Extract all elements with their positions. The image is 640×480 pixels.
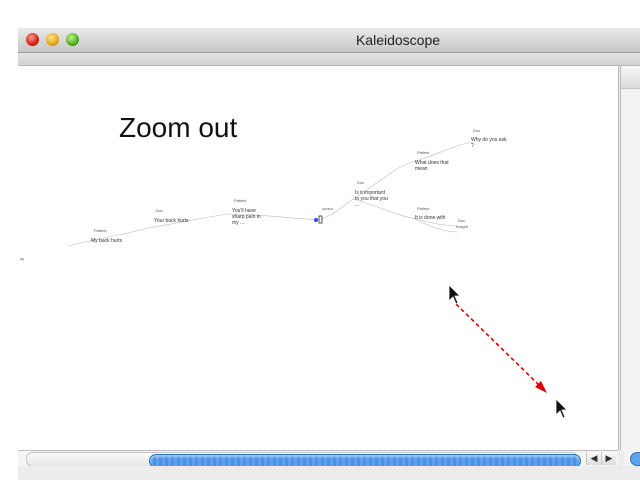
toolbar-strip [18, 53, 640, 66]
scroll-track[interactable] [26, 452, 581, 468]
desktop-background [0, 0, 18, 480]
node-handle-icon[interactable] [318, 215, 323, 224]
gesture-overlay [448, 284, 568, 419]
node-n7[interactable]: It is done with [415, 215, 446, 221]
arrow-head-icon [535, 381, 547, 393]
scroll-right-button[interactable]: ▶ [601, 452, 616, 465]
side-panel [620, 66, 640, 450]
node-n2[interactable]: Your back hurts [154, 218, 189, 224]
side-panel-header [621, 66, 640, 89]
node-tag: Doc [473, 128, 481, 133]
side-panel-scrollbar[interactable] [624, 450, 640, 466]
node-tag: Doc [156, 208, 164, 213]
node-n5[interactable]: What does that mean [415, 160, 449, 172]
cursor-start-icon [448, 284, 461, 305]
window-title: Kaleidoscope [355, 32, 441, 48]
node-tag: Patient [417, 206, 430, 211]
node-tag: Doc [357, 180, 365, 185]
title-bar[interactable]: Kaleidoscope [18, 28, 640, 53]
active-node-dot[interactable] [314, 218, 318, 222]
minimize-button[interactable] [46, 33, 59, 46]
side-scroll-thumb[interactable] [630, 452, 640, 466]
node-n6[interactable]: Why do you ask ? [471, 137, 507, 149]
node-tag: Patient [234, 198, 247, 203]
zoom-button[interactable] [66, 33, 79, 46]
node-tag: Doc [458, 218, 466, 223]
app-window: Kaleidoscope Zoom out ay Patient My back… [18, 28, 640, 480]
node-n1[interactable]: My back hurts [91, 238, 123, 244]
node-n3[interactable]: You'll have sharp pain in my ... [232, 208, 261, 226]
node-tag: Patient [94, 228, 107, 233]
node-n4[interactable]: Is it important to you that you ... [355, 190, 388, 208]
connection-lines [67, 141, 474, 247]
cursor-end-icon [555, 398, 568, 419]
drag-direction-arrow [455, 303, 541, 387]
node-edge-label: ay [20, 256, 25, 261]
node-tag: cursor [322, 206, 334, 211]
zoom-out-annotation: Zoom out [119, 112, 238, 143]
window-bottom-bar [18, 466, 640, 480]
close-button[interactable] [26, 33, 39, 46]
scroll-left-button[interactable]: ◀ [586, 452, 601, 465]
horizontal-scrollbar[interactable]: ◀ ▶ [18, 450, 618, 468]
map-canvas[interactable]: Zoom out ay Patient My back hurts Doc Yo… [18, 66, 619, 450]
node-tag: Patient [417, 150, 430, 155]
node-n8[interactable]: Insight [456, 224, 468, 229]
